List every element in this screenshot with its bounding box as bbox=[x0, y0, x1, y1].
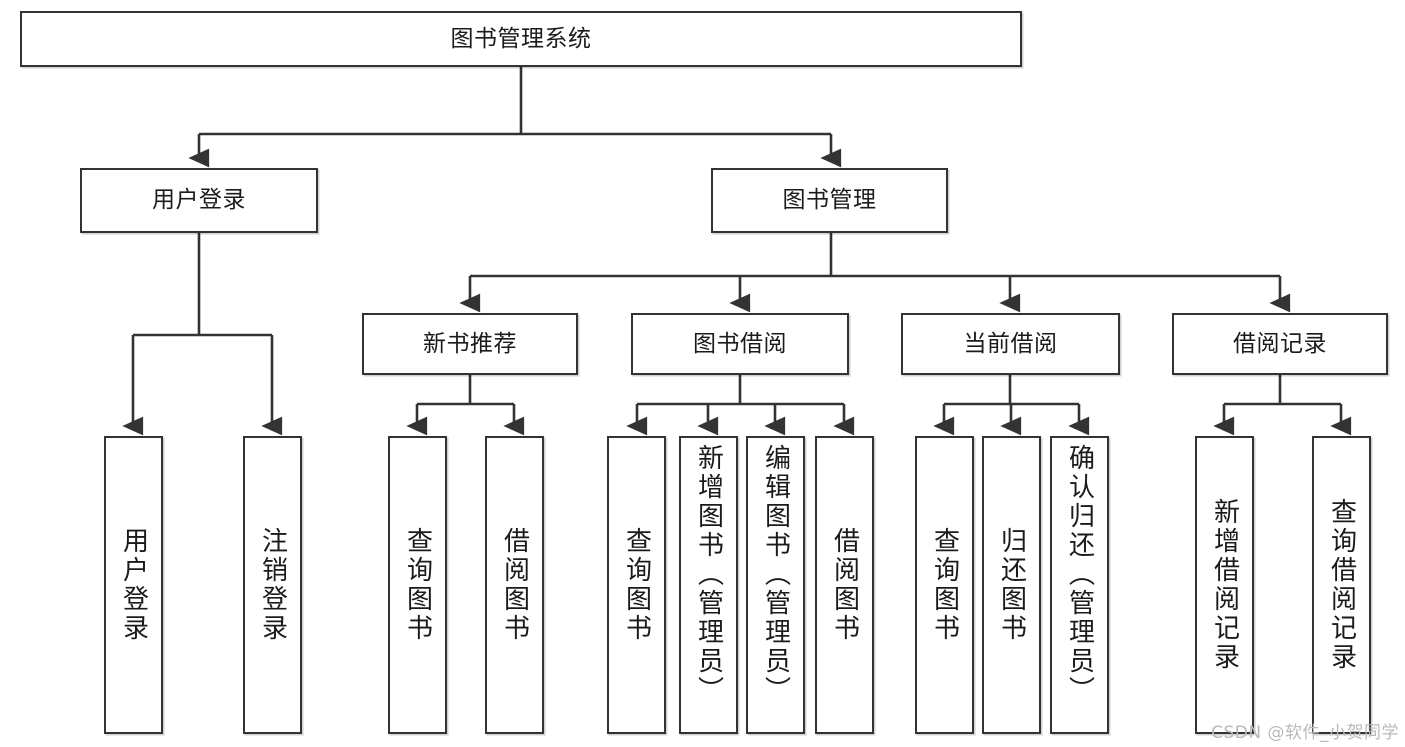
node-book-manage-label: 图书管理 bbox=[782, 187, 877, 214]
node-new-book-recommend-label: 新书推荐 bbox=[423, 330, 517, 357]
node-leaf-query-borrow-record-label: 查询借阅记录 bbox=[1326, 498, 1357, 672]
node-leaf-user-login-label: 用户登录 bbox=[118, 527, 149, 643]
node-leaf-return-book[interactable]: 归还图书 bbox=[982, 436, 1041, 734]
node-leaf-logout-login[interactable]: 注销登录 bbox=[243, 436, 302, 734]
node-leaf-query-book-1-label: 查询图书 bbox=[402, 527, 433, 643]
node-leaf-confirm-return-label: 确认归还（管理员） bbox=[1064, 444, 1095, 705]
node-leaf-borrow-book-1-label: 借阅图书 bbox=[499, 527, 530, 643]
node-leaf-query-book-2[interactable]: 查询图书 bbox=[607, 436, 666, 734]
node-book-borrow[interactable]: 图书借阅 bbox=[631, 313, 849, 375]
node-leaf-return-book-label: 归还图书 bbox=[996, 527, 1027, 643]
node-leaf-query-book-1[interactable]: 查询图书 bbox=[388, 436, 447, 734]
node-borrow-record[interactable]: 借阅记录 bbox=[1172, 313, 1388, 375]
node-leaf-query-book-2-label: 查询图书 bbox=[621, 527, 652, 643]
node-book-manage[interactable]: 图书管理 bbox=[711, 168, 948, 233]
node-leaf-edit-book[interactable]: 编辑图书（管理员） bbox=[746, 436, 805, 734]
node-leaf-query-borrow-record[interactable]: 查询借阅记录 bbox=[1312, 436, 1371, 734]
node-book-borrow-label: 图书借阅 bbox=[693, 330, 787, 357]
node-root-system-label: 图书管理系统 bbox=[450, 25, 592, 52]
node-user-login[interactable]: 用户登录 bbox=[80, 168, 318, 233]
node-leaf-edit-book-label: 编辑图书（管理员） bbox=[760, 444, 791, 705]
node-leaf-query-book-3-label: 查询图书 bbox=[929, 527, 960, 643]
node-leaf-add-book-label: 新增图书（管理员） bbox=[693, 444, 724, 705]
node-leaf-borrow-book-2[interactable]: 借阅图书 bbox=[815, 436, 874, 734]
node-leaf-add-book[interactable]: 新增图书（管理员） bbox=[679, 436, 738, 734]
node-current-borrow[interactable]: 当前借阅 bbox=[901, 313, 1120, 375]
node-root-system[interactable]: 图书管理系统 bbox=[20, 11, 1022, 67]
node-leaf-logout-login-label: 注销登录 bbox=[257, 527, 288, 643]
csdn-watermark: CSDN @软件_小贺同学 bbox=[1211, 723, 1399, 743]
node-leaf-add-borrow-record-label: 新增借阅记录 bbox=[1209, 498, 1240, 672]
node-current-borrow-label: 当前借阅 bbox=[963, 330, 1058, 357]
node-leaf-borrow-book-2-label: 借阅图书 bbox=[829, 527, 860, 643]
node-user-login-label: 用户登录 bbox=[152, 187, 246, 214]
node-new-book-recommend[interactable]: 新书推荐 bbox=[362, 313, 578, 375]
node-leaf-user-login[interactable]: 用户登录 bbox=[104, 436, 163, 734]
node-leaf-add-borrow-record[interactable]: 新增借阅记录 bbox=[1195, 436, 1254, 734]
node-borrow-record-label: 借阅记录 bbox=[1233, 330, 1327, 357]
node-leaf-borrow-book-1[interactable]: 借阅图书 bbox=[485, 436, 544, 734]
node-leaf-confirm-return[interactable]: 确认归还（管理员） bbox=[1050, 436, 1109, 734]
node-leaf-query-book-3[interactable]: 查询图书 bbox=[915, 436, 974, 734]
